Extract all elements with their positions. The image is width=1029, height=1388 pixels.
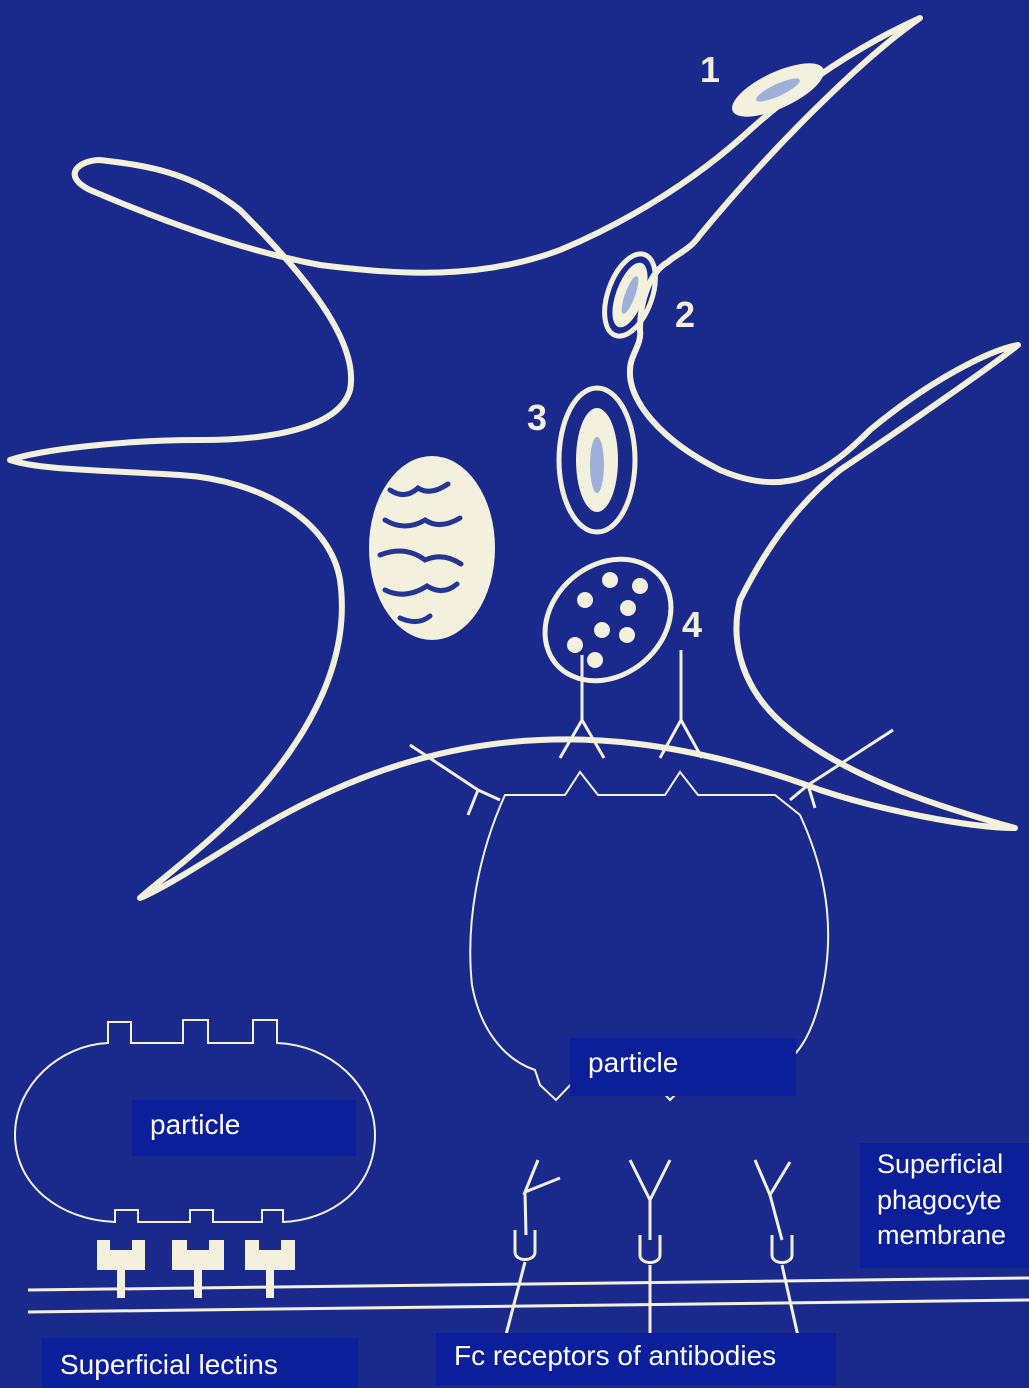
superficial-lectins-text: Superficial lectins <box>60 1349 278 1380</box>
fc-receptors-text: Fc receptors of antibodies <box>454 1340 776 1371</box>
membrane-label-line-2: phagocyte <box>877 1183 1029 1219</box>
membrane-label-line-1: Superficial <box>877 1147 1029 1183</box>
fc-receptors-label: Fc receptors of antibodies <box>436 1333 836 1385</box>
particle-label-left: particle <box>132 1100 356 1156</box>
stage-number-4: 4 <box>682 604 702 645</box>
stage-number-3: 3 <box>527 397 547 438</box>
superficial-lectins-label: Superficial lectins <box>42 1338 358 1388</box>
membrane-label: Superficial phagocyte membrane <box>860 1143 1029 1268</box>
particle-right-text: particle <box>588 1047 678 1078</box>
particle-label-right: particle <box>570 1038 796 1096</box>
stage-number-2: 2 <box>675 294 695 335</box>
particle-left-text: particle <box>150 1109 240 1140</box>
stage-number-1: 1 <box>700 49 720 90</box>
nucleus <box>369 456 495 640</box>
membrane-label-line-3: membrane <box>877 1218 1029 1254</box>
